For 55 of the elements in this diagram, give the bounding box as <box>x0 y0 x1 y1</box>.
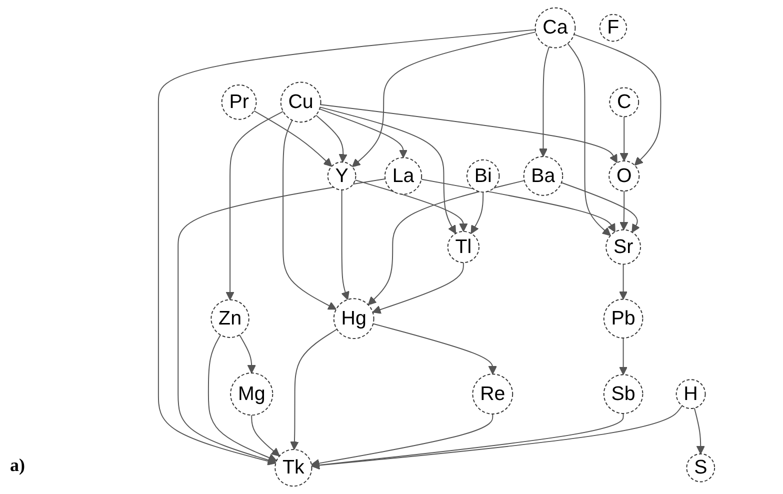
arrow <box>319 108 408 158</box>
node-circle: Sr <box>606 229 641 265</box>
node-circle: S <box>686 453 716 482</box>
arrow <box>311 412 624 470</box>
arrow <box>694 408 705 454</box>
node-circle: Pr <box>221 84 257 120</box>
arrow <box>354 180 468 232</box>
node-circle: Ca <box>534 7 576 48</box>
node-circle: Ba <box>523 156 564 196</box>
arrow <box>251 414 280 456</box>
node-circle: Y <box>327 162 356 190</box>
node-circle: Tk <box>274 449 312 487</box>
node-circle: Hg <box>333 298 374 340</box>
arrow <box>315 114 348 162</box>
arrow <box>226 110 284 300</box>
arrow <box>560 182 640 233</box>
arrow <box>311 405 683 470</box>
arrow <box>372 262 464 314</box>
arrow <box>574 34 662 166</box>
arrow <box>178 178 386 464</box>
node-circle: F <box>599 14 628 42</box>
arrow <box>239 334 256 374</box>
node-circle: H <box>676 379 706 410</box>
arrow <box>372 323 497 374</box>
arrow <box>538 46 550 157</box>
arrow <box>253 110 332 167</box>
arrow <box>320 106 456 234</box>
node-circle: Mg <box>230 372 274 416</box>
node-circle: C <box>609 87 640 118</box>
arrow <box>620 116 628 162</box>
arrow <box>290 328 338 450</box>
arrow <box>618 338 628 376</box>
arrow <box>420 178 616 232</box>
node-circle: La <box>384 157 422 195</box>
arrow <box>618 264 628 300</box>
node-circle: Zn <box>210 299 250 338</box>
node-circle: Sb <box>603 374 644 414</box>
node-circle: Re <box>472 374 514 414</box>
arrow <box>620 190 628 230</box>
arrow <box>341 189 350 300</box>
arrow <box>567 42 611 236</box>
node-circle: Bi <box>466 159 500 193</box>
panel-label: a) <box>10 455 25 476</box>
arrow <box>311 414 494 468</box>
node-circle: Tl <box>447 230 480 264</box>
node-circle: Cu <box>280 82 322 123</box>
node-circle: Pb <box>603 298 644 339</box>
arrow <box>208 334 277 462</box>
node-circle: O <box>608 160 640 192</box>
arrow <box>352 32 536 168</box>
arrow <box>158 29 536 466</box>
arrow <box>282 120 337 310</box>
arrow <box>368 180 525 306</box>
arrow <box>470 192 484 234</box>
arrow <box>320 104 618 164</box>
